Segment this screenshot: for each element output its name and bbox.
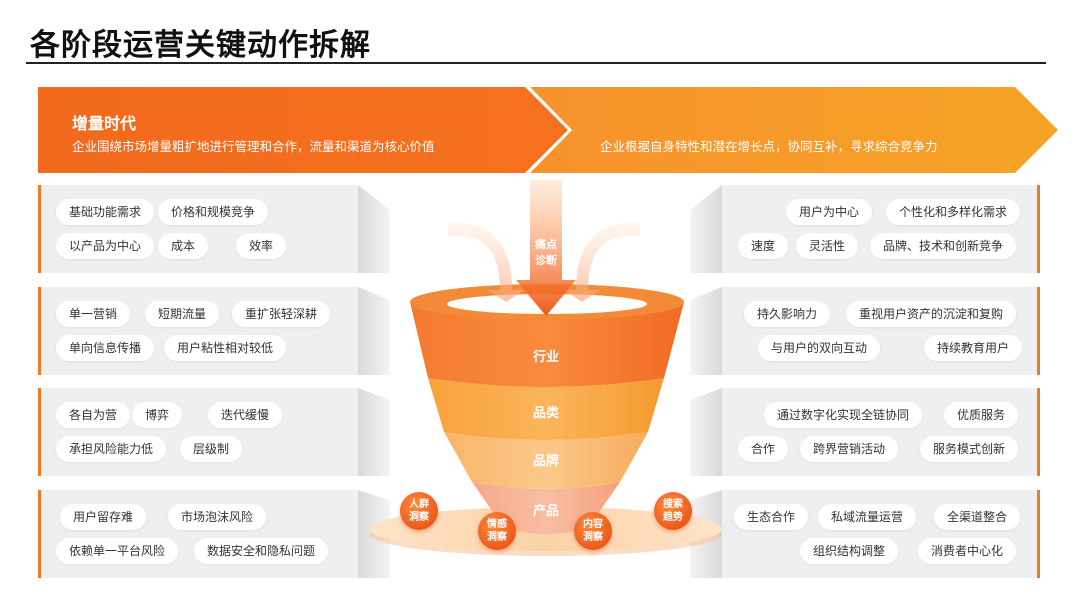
right-row-3-tag: 服务模式创新 — [920, 436, 1019, 462]
left-row-4-tag: 数据安全和隐私问题 — [194, 538, 329, 564]
left-row-3-tag: 承担风险能力低 — [56, 436, 167, 462]
funnel-layer-3-label: 品牌 — [532, 454, 559, 469]
right-row-4-tag: 全渠道整合 — [934, 504, 1021, 530]
left-row-1-tag: 以产品为中心 — [56, 233, 155, 259]
left-row-4-tag: 市场泡沫风险 — [168, 504, 267, 530]
right-row-3-tag: 通过数字化实现全链协同 — [764, 402, 923, 428]
right-row-1-tag: 用户为中心 — [786, 199, 873, 225]
left-row-2-tag: 短期流量 — [145, 301, 220, 327]
right-accent-bar — [1037, 388, 1040, 476]
arrow-label: 痛点 诊断 — [535, 238, 557, 267]
title-divider — [26, 62, 1046, 64]
left-accent-bar — [38, 287, 41, 375]
right-row-2-tag: 持续教育用户 — [924, 335, 1023, 361]
left-row-3-tag: 各自为营 — [56, 402, 131, 428]
right-row-1-tag: 个性化和多样化需求 — [886, 199, 1021, 225]
right-accent-bar — [1037, 287, 1040, 375]
right-row-1-tag: 速度 — [738, 233, 789, 259]
right-row-2-tag: 持久影响力 — [744, 301, 831, 327]
right-row-4-tag: 私域流量运营 — [818, 504, 917, 530]
left-row-4-tag: 用户留存难 — [60, 504, 147, 530]
left-row-3-tag: 迭代缓慢 — [208, 402, 283, 428]
trend-badge: 搜索趋势 — [654, 492, 692, 530]
funnel-layer-1-label: 行业 — [532, 350, 559, 365]
funnel-layer-2-label: 品类 — [532, 406, 559, 421]
left-accent-bar — [38, 185, 41, 273]
insight-badge: 人群洞察 — [400, 492, 438, 530]
left-accent-bar — [38, 388, 41, 476]
left-row-2-tag: 单一营销 — [56, 301, 131, 327]
right-row-2-tag: 与用户的双向互动 — [758, 335, 881, 361]
left-row-2-tag: 用户粘性相对较低 — [164, 335, 287, 361]
era-title: 增量时代 — [72, 114, 137, 133]
left-row-1-tag: 成本 — [158, 233, 209, 259]
era-left-description: 企业围绕市场增量粗扩地进行管理和合作，流量和渠道为核心价值 — [72, 139, 435, 154]
left-row-1-tag: 价格和规模竞争 — [158, 199, 269, 225]
insight-badge: 情感洞察 — [478, 512, 516, 550]
era-right-description: 企业根据自身特性和潜在增长点，协同互补，寻求综合竞争力 — [600, 139, 938, 154]
right-row-4-tag: 生态合作 — [734, 504, 809, 530]
funnel-layer-4-label: 产品 — [532, 504, 559, 519]
right-row-4-tag: 组织结构调整 — [800, 538, 899, 564]
right-row-4-tag: 消费者中心化 — [918, 538, 1017, 564]
right-accent-bar — [1037, 185, 1040, 273]
right-accent-bar — [1037, 490, 1040, 578]
right-row-3-tag: 优质服务 — [944, 402, 1019, 428]
right-row-3-tag: 合作 — [738, 436, 789, 462]
right-row-3-tag: 跨界营销活动 — [800, 436, 899, 462]
left-row-4-tag: 依赖单一平台风险 — [56, 538, 179, 564]
left-row-3-tag: 博弈 — [132, 402, 183, 428]
page-title: 各阶段运营关键动作拆解 — [30, 28, 371, 63]
left-row-3-tag: 层级制 — [180, 436, 243, 462]
left-row-1-tag: 效率 — [236, 233, 287, 259]
left-row-1-tag: 基础功能需求 — [56, 199, 155, 225]
right-row-1-tag: 灵活性 — [796, 233, 859, 259]
left-row-2-tag: 单向信息传播 — [56, 335, 155, 361]
right-row-2-tag: 重视用户资产的沉淀和复购 — [846, 301, 1017, 327]
insight-badge: 内容洞察 — [574, 512, 612, 550]
left-row-2-tag: 重扩张轻深耕 — [232, 301, 331, 327]
left-accent-bar — [38, 490, 41, 578]
right-row-1-tag: 品牌、技术和创新竞争 — [870, 233, 1017, 259]
